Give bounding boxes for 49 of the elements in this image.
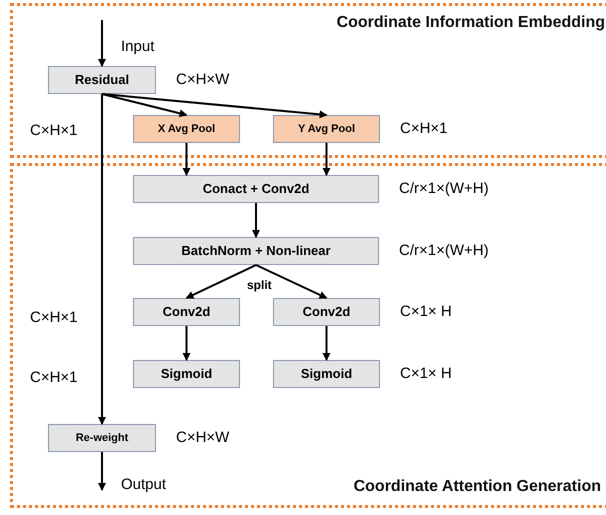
box-label: Sigmoid: [160, 365, 212, 384]
dimension-label: C×1× H: [400, 364, 452, 384]
arrow: [102, 93, 188, 118]
process-box: [48, 424, 156, 452]
box-label: X Avg Pool: [158, 122, 216, 137]
pooling-box: [273, 115, 380, 143]
arrow: [98, 94, 106, 425]
arrow: [322, 326, 330, 361]
box-label: Conv2d: [302, 303, 350, 322]
dimension-label: C×H×W: [176, 428, 230, 448]
box-label: Y Avg Pool: [298, 122, 356, 137]
dimension-label: C/r×1×(W+H): [399, 179, 489, 199]
process-box: [133, 237, 379, 265]
box-label: Conact + Conv2d: [202, 180, 310, 198]
box-label: Residual: [74, 71, 130, 90]
section-title: Coordinate Information Embedding: [336, 13, 605, 33]
process-box: [133, 175, 379, 203]
arrow: [252, 203, 260, 238]
arrow: [256, 264, 328, 299]
process-box: [48, 66, 156, 94]
process-box: [133, 360, 240, 388]
arrow: [182, 326, 190, 361]
dimension-label: C×H×1: [30, 308, 78, 328]
dimension-label: C×H×1: [30, 368, 78, 388]
edge-label: split: [247, 277, 272, 294]
dimension-label: C/r×1×(W+H): [399, 241, 489, 261]
process-box: [133, 298, 240, 326]
dimension-label: C×1× H: [400, 302, 452, 322]
box-label: Re-weight: [76, 430, 128, 446]
arrow: [98, 20, 106, 67]
process-box: [273, 298, 380, 326]
process-box: [273, 360, 380, 388]
arrow: [322, 143, 330, 176]
arrow: [102, 93, 328, 118]
arrow: [186, 264, 256, 299]
dashed-region: [10, 163, 606, 508]
pooling-box: [133, 115, 240, 143]
section-title: Coordinate Attention Generation: [354, 477, 601, 497]
box-label: Conv2d: [162, 303, 210, 322]
arrow: [182, 143, 190, 176]
dimension-label: C×H×1: [400, 119, 448, 139]
box-label: Sigmoid: [300, 365, 352, 384]
dashed-region: [10, 3, 606, 158]
edge-label: Output: [121, 475, 166, 495]
dimension-label: C×H×1: [30, 121, 78, 141]
dimension-label: C×H×W: [176, 70, 230, 90]
arrow: [98, 452, 106, 491]
box-label: BatchNorm + Non-linear: [181, 242, 331, 260]
edge-label: Input: [121, 37, 154, 57]
